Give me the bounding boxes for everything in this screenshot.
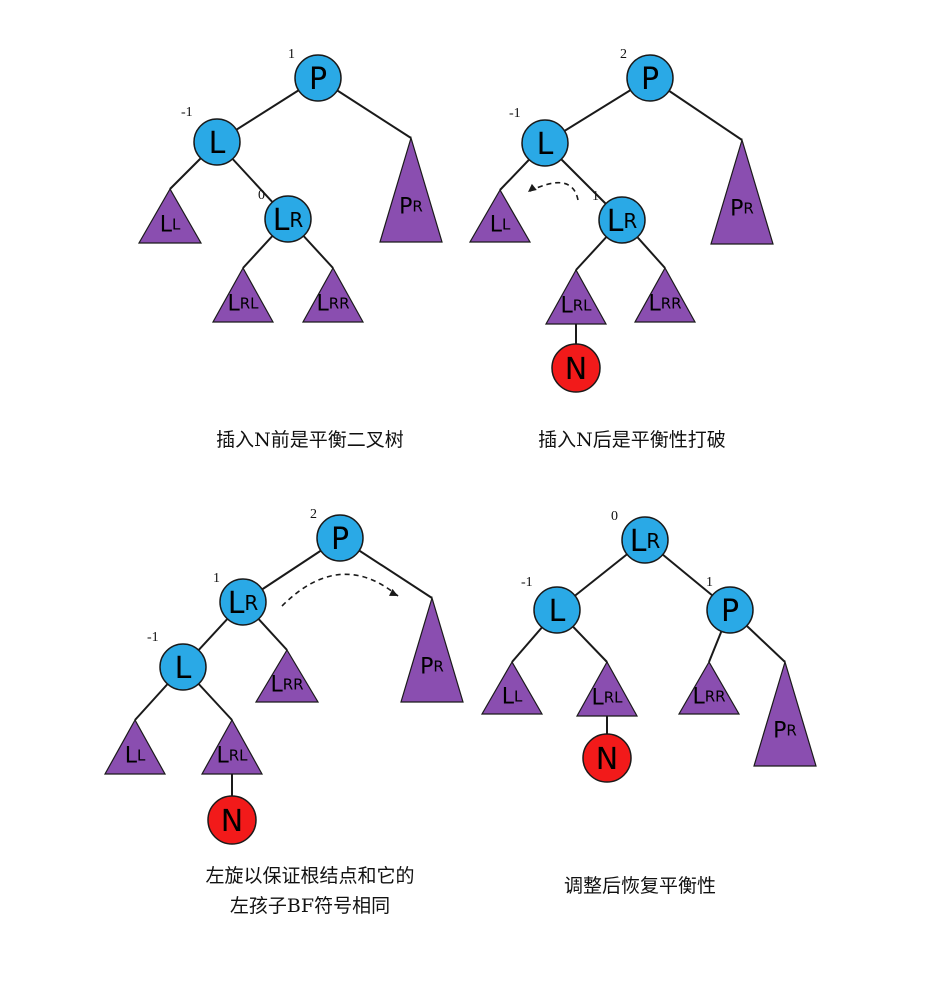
subtree-ll bbox=[103, 718, 167, 775]
node-label: L bbox=[175, 651, 192, 686]
node-l bbox=[521, 119, 569, 167]
node-label: N bbox=[565, 352, 587, 387]
panel-caption: 插入N后是平衡性打破 bbox=[538, 429, 726, 451]
node-label: L bbox=[209, 126, 226, 161]
node-label: P bbox=[641, 62, 659, 97]
node-l bbox=[533, 586, 581, 634]
subtree-pr bbox=[753, 659, 817, 767]
arrow-head bbox=[528, 183, 537, 192]
node-l bbox=[193, 118, 241, 166]
subtree-label: PR bbox=[399, 194, 423, 219]
balance-factor: 1 bbox=[706, 575, 713, 590]
node-p bbox=[316, 514, 364, 562]
subtree-lrr bbox=[301, 266, 365, 323]
balance-factor: -1 bbox=[147, 630, 159, 645]
subtree-label: LRR bbox=[316, 291, 349, 316]
subtree-pr bbox=[379, 135, 443, 243]
inserted-node-n bbox=[207, 795, 257, 845]
subtree-label: LL bbox=[490, 212, 511, 237]
subtree-label: LL bbox=[160, 212, 181, 237]
node-label: LR bbox=[273, 203, 304, 238]
subtree-label: LRL bbox=[591, 685, 623, 710]
subtree-lrr bbox=[254, 648, 320, 703]
balance-factor: 1 bbox=[213, 571, 220, 586]
balance-factor: 0 bbox=[258, 188, 265, 203]
panel-caption: 左孩子BF符号相同 bbox=[230, 895, 390, 917]
subtree-lrl bbox=[575, 660, 639, 717]
subtree-label: PR bbox=[773, 718, 797, 743]
rotation-arrow bbox=[527, 181, 579, 201]
subtree-label: LL bbox=[502, 684, 523, 709]
arrow-head bbox=[389, 588, 398, 596]
balance-factor: 2 bbox=[310, 507, 317, 522]
node-label: N bbox=[221, 804, 243, 839]
subtree-label: LRR bbox=[648, 291, 681, 316]
subtree-lrr bbox=[633, 266, 697, 323]
subtree-lrl bbox=[211, 266, 275, 323]
node-label: LR bbox=[607, 204, 638, 239]
panel-caption: 左旋以保证根结点和它的 bbox=[205, 865, 414, 887]
balance-factor: -1 bbox=[509, 106, 521, 121]
node-lr bbox=[621, 516, 669, 564]
subtree-label: PR bbox=[420, 654, 444, 679]
node-label: P bbox=[721, 594, 739, 629]
node-p bbox=[626, 54, 674, 102]
subtree-label: LRR bbox=[270, 672, 303, 697]
node-label: N bbox=[596, 742, 618, 777]
node-label: LR bbox=[228, 586, 259, 621]
panel-caption: 插入N前是平衡二叉树 bbox=[216, 429, 404, 451]
balance-factor: -1 bbox=[521, 575, 533, 590]
balance-factor: 2 bbox=[620, 47, 627, 62]
rotation-arrow bbox=[281, 573, 399, 607]
node-label: P bbox=[331, 522, 349, 557]
balance-factor: 0 bbox=[611, 509, 618, 524]
node-label: LR bbox=[630, 524, 661, 559]
node-p bbox=[706, 586, 754, 634]
subtree-label: LL bbox=[125, 743, 146, 768]
subtree-ll bbox=[137, 187, 203, 244]
node-label: L bbox=[549, 594, 566, 629]
balance-factor: 1 bbox=[288, 47, 295, 62]
tree-panel-2: P2L -1LR 1LL PR LRL LRR N 插入N后是平衡性打破 bbox=[468, 47, 774, 451]
subtree-label: PR bbox=[730, 196, 754, 221]
subtree-lrl bbox=[200, 718, 264, 775]
subtree-lrr bbox=[677, 660, 741, 715]
subtree-ll bbox=[468, 188, 532, 243]
node-p bbox=[294, 54, 342, 102]
inserted-node-n bbox=[551, 343, 601, 393]
node-label: P bbox=[309, 62, 327, 97]
subtree-lrl bbox=[544, 268, 608, 325]
balance-factor: -1 bbox=[181, 105, 193, 120]
node-lr bbox=[264, 195, 312, 243]
subtree-pr bbox=[710, 137, 774, 245]
balance-factor: 1 bbox=[592, 189, 599, 204]
node-l bbox=[159, 643, 207, 691]
subtree-label: LRR bbox=[692, 684, 725, 709]
node-label: L bbox=[537, 127, 554, 162]
subtree-label: LRL bbox=[560, 293, 592, 318]
subtree-ll bbox=[480, 660, 544, 715]
node-lr bbox=[598, 196, 646, 244]
inserted-node-n bbox=[582, 733, 632, 783]
panel-caption: 调整后恢复平衡性 bbox=[564, 875, 716, 897]
subtree-label: LRL bbox=[216, 743, 248, 768]
subtree-label: LRL bbox=[227, 291, 259, 316]
node-lr bbox=[219, 578, 267, 626]
tree-panel-1: P1L -1LR 0LL PR LRL LRR 插入N前是平衡二叉树 bbox=[137, 47, 443, 451]
subtree-pr bbox=[400, 595, 464, 703]
